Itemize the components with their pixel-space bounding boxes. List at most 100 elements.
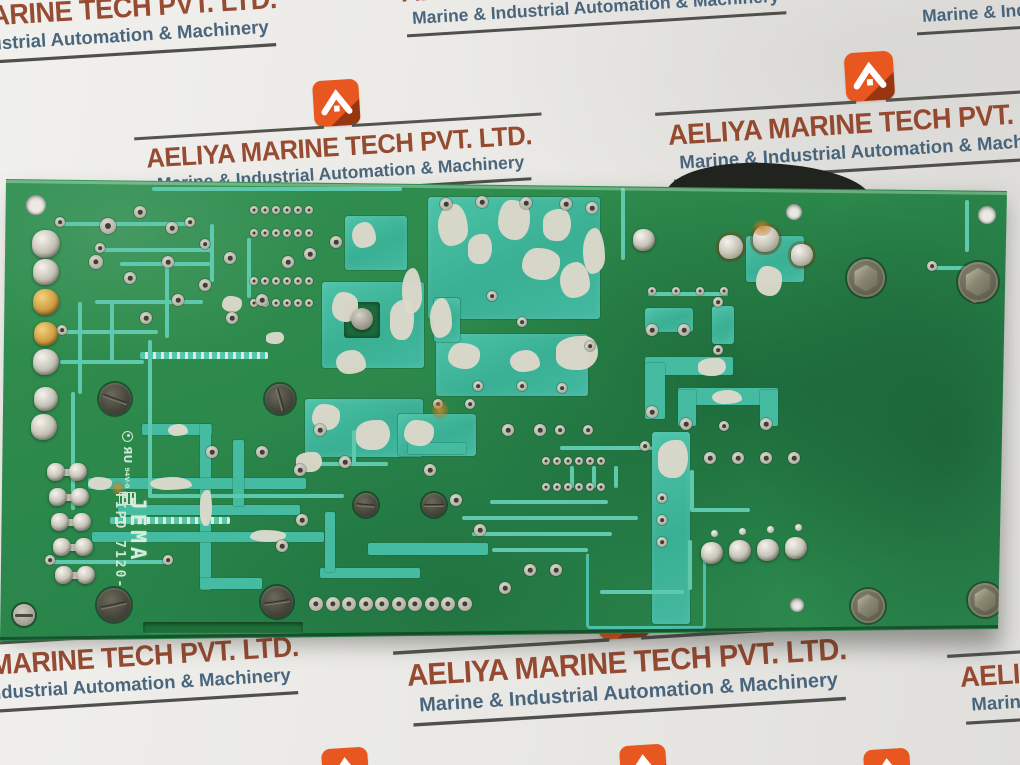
solder-pad: [732, 452, 744, 464]
mounting-hole: [978, 206, 996, 224]
solder-pad: [206, 446, 218, 458]
solder-pad: [575, 483, 583, 491]
component-pin: [738, 527, 746, 535]
tin-patch: [250, 530, 286, 542]
metal-post: [351, 308, 373, 330]
solder-pad: [555, 425, 565, 435]
trace: [462, 516, 638, 520]
watermark: AELIYA MARINE TECH PVT. LTD. Marine & In…: [432, 732, 858, 765]
solder-pad: [440, 198, 452, 210]
solder-pad: [283, 299, 291, 307]
solder-pad: [457, 597, 472, 611]
watermark: AELIYA MARINE TECH PVT. LTD. Marine & In…: [125, 67, 551, 204]
trace: [570, 466, 574, 488]
solder-pad: [283, 229, 291, 237]
aeliya-logo-icon: [619, 743, 668, 765]
solder-pad: [704, 452, 716, 464]
solder-pad: [678, 324, 690, 336]
solder-pad: [276, 540, 288, 552]
solder-blob: [69, 463, 87, 481]
solder-blob: [701, 542, 723, 564]
tin-patch: [510, 350, 540, 372]
component-pin: [710, 529, 718, 537]
tinned-trace: [110, 517, 230, 524]
solder-pad: [672, 287, 680, 295]
solder-pad: [305, 277, 313, 285]
solder-pad: [648, 287, 656, 295]
solder-pad: [185, 217, 195, 227]
trace: [614, 466, 618, 488]
flux-stain: [432, 400, 448, 420]
watermark: AELIYA MARINE TECH PVT. LTD. Marine & In…: [134, 735, 560, 765]
solder-pad: [553, 457, 561, 465]
solder-blob: [75, 538, 93, 556]
hex-bolt: [847, 259, 885, 297]
solder-pad: [250, 229, 258, 237]
tin-patch: [356, 420, 390, 450]
solder-pad: [583, 425, 593, 435]
solder-pad: [134, 206, 146, 218]
solder-pad: [272, 206, 280, 214]
screw: [13, 604, 35, 626]
thick-trace: [325, 512, 335, 572]
solder-blob: [33, 349, 59, 375]
solder-pad: [408, 597, 422, 611]
tin-patch: [448, 343, 480, 369]
aeliya-logo-icon: [312, 78, 361, 128]
trace: [621, 188, 625, 260]
flux-stain: [111, 481, 125, 495]
solder-pad: [89, 255, 103, 269]
screw-slot: [356, 502, 376, 508]
thick-trace: [320, 568, 420, 578]
screw: [261, 586, 293, 618]
solder-pad: [294, 229, 302, 237]
tin-patch: [756, 266, 782, 296]
trace: [492, 548, 588, 552]
tinned-trace: [140, 352, 268, 359]
trace: [472, 532, 612, 536]
solder-pad: [95, 243, 105, 253]
tin-patch: [583, 228, 605, 274]
solder-pad: [256, 294, 268, 306]
hex-bolt-head: [857, 594, 879, 618]
mounting-hole: [790, 598, 804, 612]
solder-pad: [597, 483, 605, 491]
solder-pad: [224, 252, 236, 264]
solder-blob: [47, 463, 65, 481]
solder-pad: [597, 457, 605, 465]
solder-pad: [294, 299, 302, 307]
trace: [247, 238, 251, 298]
trace: [352, 430, 356, 466]
solder-pad: [517, 381, 527, 391]
trace: [100, 248, 212, 252]
solder-pad: [309, 597, 323, 611]
solder-pad-pair: [58, 493, 82, 501]
solder-pad: [713, 297, 723, 307]
solder-pad: [272, 229, 280, 237]
solder-pad: [294, 206, 302, 214]
trace: [60, 222, 190, 226]
trace: [210, 224, 214, 282]
trace: [50, 560, 168, 564]
thick-trace: [368, 543, 488, 555]
tin-patch: [336, 350, 366, 374]
solder-pad: [375, 597, 389, 611]
solder-pad: [720, 287, 728, 295]
solder-pad: [124, 272, 136, 284]
aeliya-logo-icon: [843, 50, 896, 103]
solder-pad: [250, 277, 258, 285]
trace: [78, 302, 82, 394]
flux-stain: [752, 220, 772, 236]
watermark: AELIYA MARINE TECH PVT. LTD. Marine & In…: [380, 0, 806, 39]
screw: [422, 493, 446, 517]
solder-pad: [564, 457, 572, 465]
tin-patch: [168, 424, 188, 436]
watermark: AELIYA MARINE TECH PVT. LTD. Marine & In…: [890, 0, 1020, 37]
screw: [99, 383, 131, 415]
tin-patch: [698, 358, 726, 376]
solder-blob: [33, 259, 59, 285]
board-model-label: TIPO 7120-: [112, 491, 127, 590]
solder-pad: [585, 341, 595, 351]
tin-patch: [200, 490, 212, 526]
